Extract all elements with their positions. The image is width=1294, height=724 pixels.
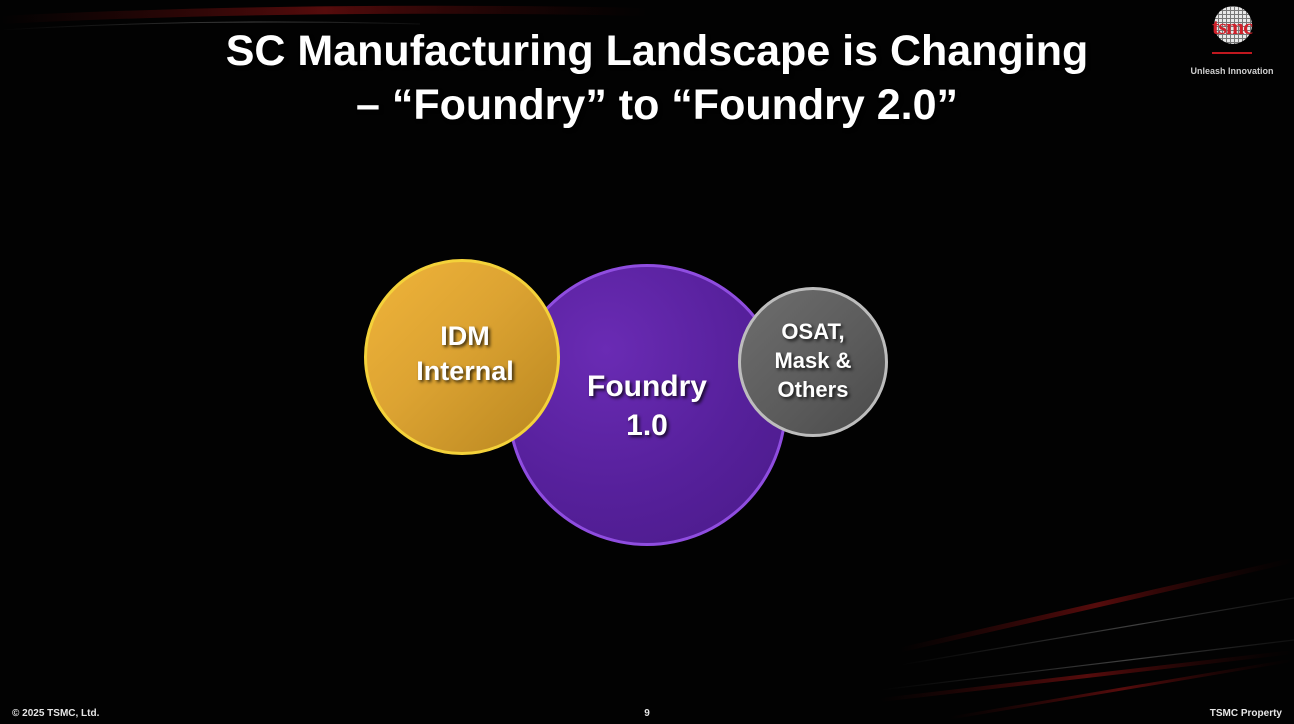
logo-wordmark: tsmc [1212, 14, 1253, 39]
osat-label: OSAT, Mask & Others [774, 317, 851, 404]
foundry-label: Foundry 1.0 [587, 367, 707, 445]
footer-property: TSMC Property [1209, 708, 1282, 719]
wafer-grid-icon [1214, 6, 1252, 44]
idm-label: IDM Internal [416, 319, 514, 389]
footer-page-number: 9 [644, 708, 650, 719]
osat-label-line-3: Others [777, 376, 849, 402]
tsmc-logo: tsmc Unleash Innovation [1182, 4, 1282, 76]
logo-underline [1212, 52, 1252, 54]
osat-label-line-1: OSAT, [781, 318, 845, 344]
footer-copyright: © 2025 TSMC, Ltd. [12, 708, 100, 719]
slide-title: SC Manufacturing Landscape is Changing –… [0, 24, 1294, 132]
idm-internal-circle: IDM Internal [364, 259, 560, 455]
foundry-label-line-2: 1.0 [626, 409, 668, 442]
foundry-label-line-1: Foundry [587, 370, 707, 403]
foundry-circle: Foundry 1.0 [507, 264, 787, 546]
wafer-logo-icon: tsmc [1204, 4, 1260, 54]
logo-tagline: Unleash Innovation [1190, 66, 1274, 76]
title-line-2: – “Foundry” to “Foundry 2.0” [355, 81, 959, 129]
idm-label-line-2: Internal [416, 356, 514, 386]
idm-label-line-1: IDM [440, 321, 490, 351]
title-line-1: SC Manufacturing Landscape is Changing [225, 27, 1089, 75]
osat-label-line-2: Mask & [774, 347, 852, 373]
osat-mask-others-circle: OSAT, Mask & Others [738, 287, 888, 437]
